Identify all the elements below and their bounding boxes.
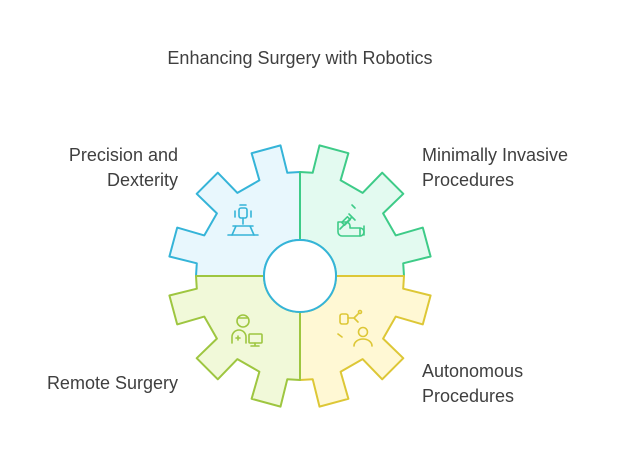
label-line: Procedures (422, 386, 515, 406)
robotic-arm-icon (227, 204, 259, 236)
diagram-title: Enhancing Surgery with Robotics (167, 48, 433, 68)
label-precision-dexterity: Precision and Dexterity (20, 143, 178, 193)
autonomous-robot-icon (337, 309, 373, 347)
gear-hub (264, 240, 336, 312)
label-line: Minimally Invasive (422, 145, 569, 165)
label-autonomous: Autonomous Procedures (422, 359, 612, 409)
syringe-hand-icon (337, 204, 365, 237)
label-line: Procedures (422, 170, 515, 190)
label-line: Autonomous (422, 361, 524, 381)
label-minimally-invasive: Minimally Invasive Procedures (422, 143, 612, 193)
label-line: Dexterity (106, 170, 178, 190)
label-line: Remote Surgery (46, 373, 178, 393)
label-remote-surgery: Remote Surgery (20, 371, 178, 396)
label-line: Precision and (68, 145, 178, 165)
remote-doctor-icon (231, 314, 263, 347)
gear-hub-ring (263, 239, 337, 313)
